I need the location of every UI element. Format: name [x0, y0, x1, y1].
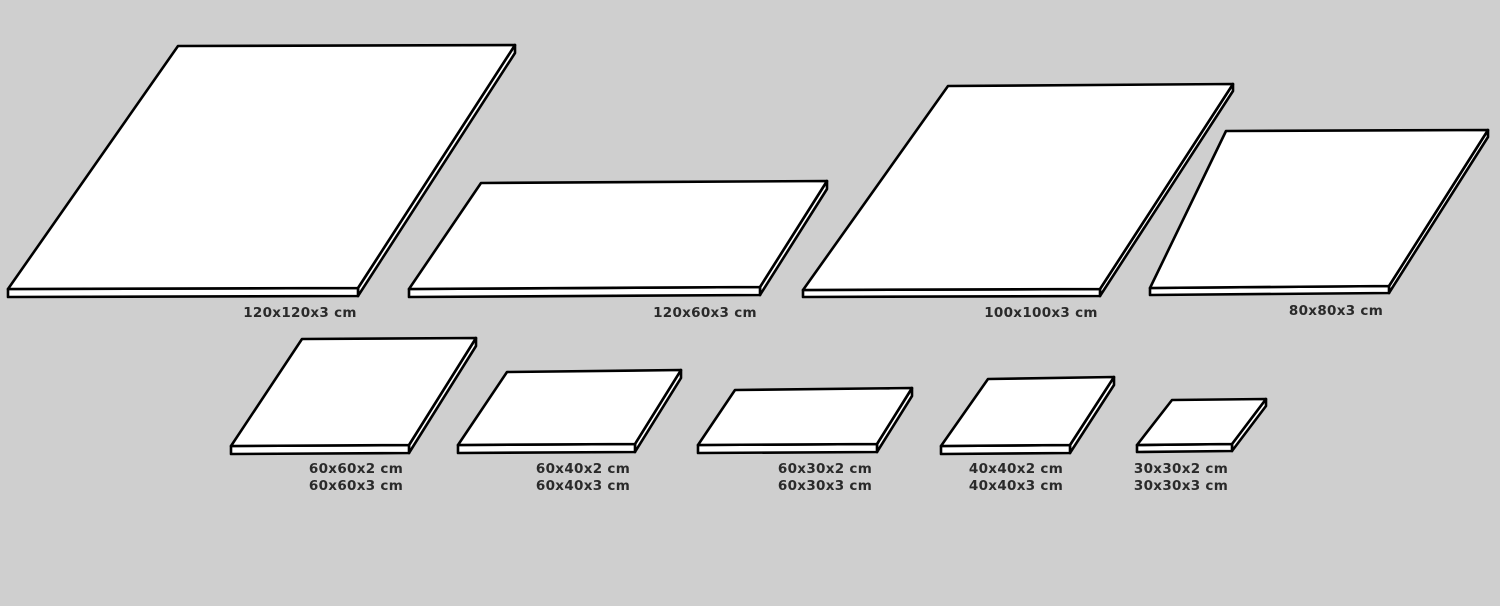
tile — [6, 43, 517, 299]
tile-size-text: 60x60x2 cm — [308, 461, 404, 477]
tile-size-label: 100x100x3 cm — [984, 305, 1098, 322]
tile — [939, 375, 1116, 456]
tile-size-text: 40x40x2 cm — [968, 461, 1064, 477]
tile-top-face — [801, 82, 1235, 292]
tile-size-text: 60x30x3 cm — [777, 478, 873, 494]
tile-size-text: 30x30x3 cm — [1133, 478, 1229, 494]
tile-size-text: 40x40x3 cm — [968, 478, 1064, 494]
tile-size-text: 120x60x3 cm — [653, 305, 757, 321]
tile — [407, 179, 829, 299]
tile — [456, 368, 683, 455]
tile-top-face — [1135, 397, 1268, 447]
tile-size-text: 100x100x3 cm — [984, 305, 1098, 321]
tile — [1148, 128, 1490, 297]
tile-size-text: 60x40x3 cm — [535, 478, 631, 494]
tile-top-face — [407, 179, 829, 291]
tile-size-text: 60x30x2 cm — [777, 461, 873, 477]
tile-top-face — [939, 375, 1116, 448]
tile-top-face — [696, 386, 914, 447]
tile — [696, 386, 914, 455]
tile-size-label: 80x80x3 cm — [1289, 303, 1383, 320]
tile-size-text: 80x80x3 cm — [1288, 303, 1384, 319]
tile-top-face — [1148, 128, 1490, 290]
tile-size-text: 120x120x3 cm — [243, 305, 357, 321]
tile-size-text: 60x40x2 cm — [535, 461, 631, 477]
tile-top-face — [229, 336, 478, 448]
tile-size-text: 60x60x3 cm — [308, 478, 404, 494]
tile — [801, 82, 1235, 299]
tile — [1135, 397, 1268, 454]
tile-size-label: 120x60x3 cm — [653, 305, 757, 322]
tile-size-text: 30x30x2 cm — [1133, 461, 1229, 477]
tile — [229, 336, 478, 456]
tile-top-face — [6, 43, 517, 291]
tile-size-label: 120x120x3 cm — [243, 305, 357, 322]
tile-top-face — [456, 368, 683, 447]
